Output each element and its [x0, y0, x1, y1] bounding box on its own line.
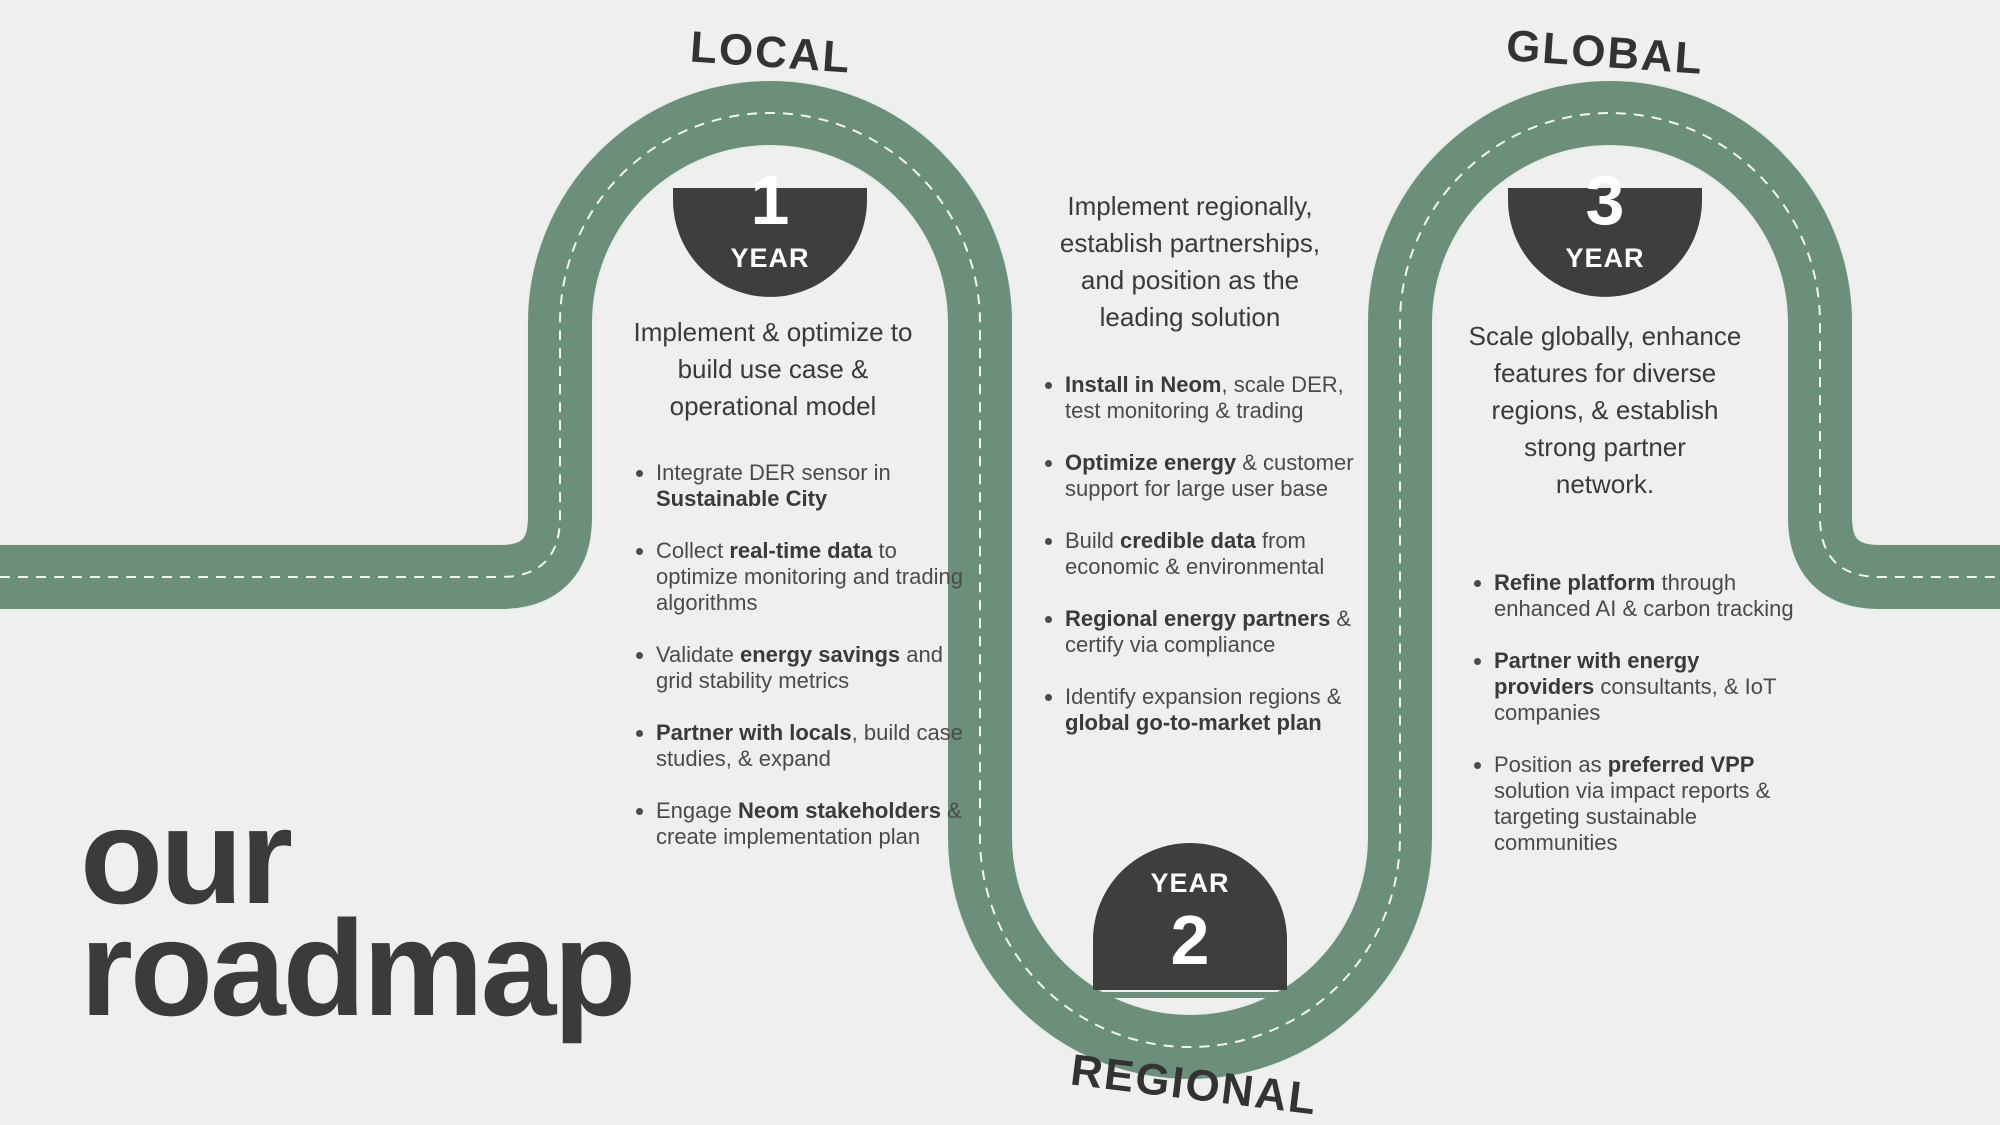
stage-2-heading: Implement regionally,establish partnersh…	[1059, 191, 1321, 332]
stage-3-bullet-item: Position as preferred VPP solution via i…	[1494, 752, 1794, 856]
stage-1-bullet-item: Validate energy savings and grid stabili…	[656, 642, 966, 694]
year-2-badge	[1093, 843, 1287, 990]
stage-1-bullet-item: Engage Neom stakeholders & create implem…	[656, 798, 966, 850]
stage-1-bullet-item: Integrate DER sensor in Sustainable City	[656, 460, 966, 512]
year-3-number: 3	[1585, 161, 1625, 239]
stage-2-bullet-item: Optimize energy & customer support for l…	[1065, 450, 1380, 502]
stage-2-bullet-item: Install in Neom, scale DER, test monitor…	[1065, 372, 1380, 424]
year-2-label: YEAR 2	[1093, 868, 1287, 975]
stage-1-bullet-item: Partner with locals, build case studies,…	[656, 720, 966, 772]
title-line-1: our	[80, 780, 293, 932]
stage-3-bullet-item: Refine platform through enhanced AI & ca…	[1494, 570, 1794, 622]
stage-2-bullets: Install in Neom, scale DER, test monitor…	[1043, 372, 1380, 762]
year-1-word: YEAR	[730, 243, 810, 273]
stage-2-bullet-item: Identify expansion regions & global go-t…	[1065, 684, 1380, 736]
year-3-badge	[1508, 188, 1702, 297]
stage-1-bullet-item: Collect real-time data to optimize monit…	[656, 538, 966, 616]
year-3-label: 3 YEAR	[1508, 165, 1702, 274]
title-line-2: roadmap	[80, 892, 636, 1044]
year-1-number: 1	[750, 161, 790, 239]
stage-2-bullet-item: Build credible data from economic & envi…	[1065, 528, 1380, 580]
stage-1-bullets: Integrate DER sensor in Sustainable City…	[634, 460, 966, 876]
year-1-badge	[673, 188, 867, 297]
year-3-word: YEAR	[1565, 243, 1645, 273]
stage-3-bullet-item: Partner with energy providers consultant…	[1494, 648, 1794, 726]
stage-2-bullet-item: Regional energy partners & certify via c…	[1065, 606, 1380, 658]
year-2-word: YEAR	[1150, 868, 1230, 898]
year-2-number: 2	[1170, 901, 1210, 979]
year-1-label: 1 YEAR	[673, 165, 867, 274]
stage-3-bullets: Refine platform through enhanced AI & ca…	[1472, 570, 1794, 882]
page-title: our roadmap	[80, 780, 636, 1044]
